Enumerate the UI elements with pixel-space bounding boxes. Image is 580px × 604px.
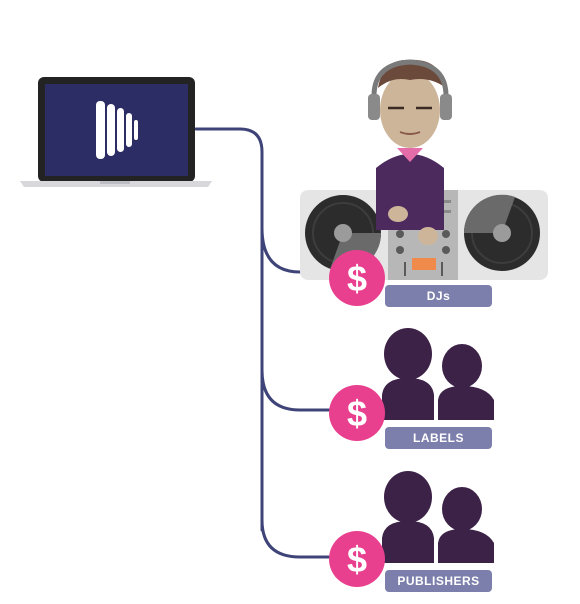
svg-text:$: $ xyxy=(347,393,367,434)
connector-branch-publishers xyxy=(260,518,340,559)
label-publishers: PUBLISHERS xyxy=(385,570,492,592)
label-labels: LABELS xyxy=(385,427,492,449)
dollar-coin-icon-djs: $ xyxy=(329,250,385,306)
connector-branch-labels xyxy=(260,368,340,412)
dollar-coin-icon-publishers: $ xyxy=(329,531,385,587)
connector-branch-djs xyxy=(260,226,340,274)
right-record-icon xyxy=(463,194,540,271)
laptop-icon xyxy=(20,77,212,187)
connector-trunk xyxy=(194,127,264,532)
publishers-people-silhouette-icon xyxy=(382,471,494,563)
label-djs: DJs xyxy=(385,285,492,307)
dj-character-icon xyxy=(368,59,452,245)
audio-wave-logo-icon xyxy=(96,101,138,159)
labels-people-silhouette-icon xyxy=(382,328,494,420)
svg-text:$: $ xyxy=(347,258,367,299)
dollar-coin-icon-labels: $ xyxy=(329,385,385,441)
connector-lines xyxy=(194,127,340,559)
svg-text:$: $ xyxy=(347,539,367,580)
